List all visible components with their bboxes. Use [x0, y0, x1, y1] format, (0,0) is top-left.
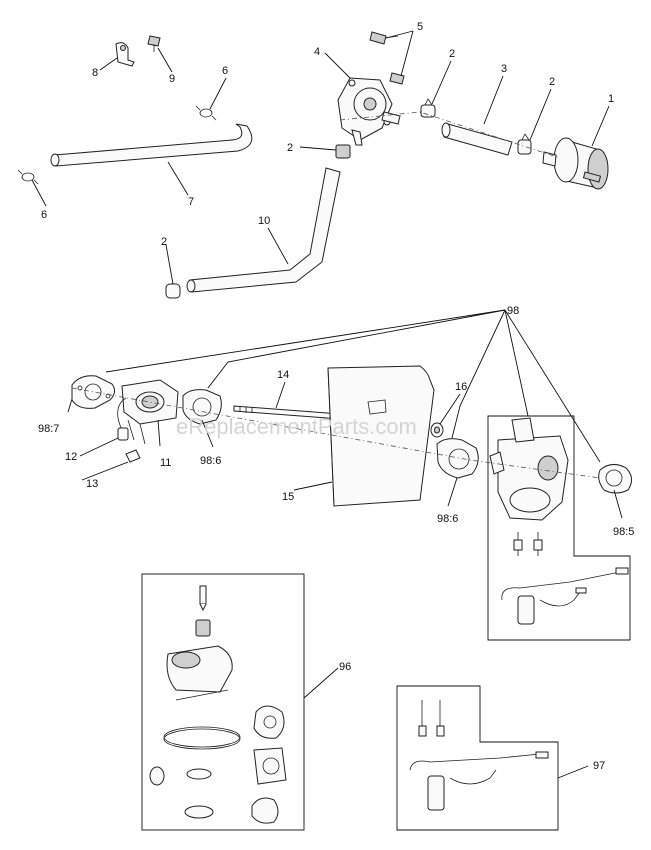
- alignment-line: [71, 387, 601, 479]
- leader-lines: [31, 30, 623, 779]
- spring-clamp-left: [17, 169, 39, 185]
- callout-2-d: 2: [161, 236, 167, 248]
- watermark: eReplacementParts.com: [176, 414, 417, 439]
- gasket-98-6-right: [436, 438, 479, 479]
- callout-9: 9: [169, 73, 175, 85]
- bolt: [147, 35, 161, 52]
- carburetor: [489, 417, 569, 521]
- vent-hose: [50, 123, 253, 167]
- fuel-pump: [337, 77, 401, 146]
- hose-clamp-mid: [335, 144, 351, 159]
- carburetor-jets: [513, 532, 543, 556]
- spring-clamp-upper: [195, 105, 217, 121]
- callout-97: 97: [593, 760, 605, 772]
- gasket-98-5: [598, 464, 632, 494]
- screw-upper: [369, 31, 399, 45]
- hose-clamp-right: [517, 133, 532, 155]
- callout-96: 96: [339, 661, 351, 673]
- callout-98: 98: [507, 305, 519, 317]
- callout-2-a: 2: [449, 48, 455, 60]
- callout-98-6-left: 98:6: [200, 455, 221, 467]
- callout-10: 10: [258, 215, 270, 227]
- callout-16: 16: [455, 381, 467, 393]
- callout-8: 8: [92, 67, 98, 79]
- repair-kit-box: [141, 573, 305, 831]
- wire-cap: [125, 449, 141, 463]
- screw-lower: [389, 72, 405, 85]
- callout-7: 7: [188, 196, 194, 208]
- nut: [430, 422, 444, 438]
- callout-12: 12: [65, 451, 77, 463]
- fuel-line-short: [441, 122, 513, 156]
- gasket-98-7: [71, 375, 116, 409]
- intake-adapter: [121, 379, 179, 445]
- callout-1: 1: [608, 93, 614, 105]
- heat-shield: [327, 365, 435, 507]
- carburetor-box: [487, 415, 631, 641]
- fuel-hose-long: [186, 167, 341, 293]
- callout-98-5: 98:5: [613, 526, 634, 538]
- callout-5: 5: [417, 21, 423, 33]
- fuel-filter: [542, 137, 609, 190]
- callout-6-b: 6: [41, 209, 47, 221]
- hose-clamp-upper: [420, 98, 436, 118]
- callout-15: 15: [282, 491, 294, 503]
- wire-lead: [117, 397, 129, 441]
- fuel-solenoid: [501, 567, 629, 625]
- callout-98-7: 98:7: [38, 423, 59, 435]
- hose-clamp-lower: [165, 283, 181, 299]
- callout-2-b: 2: [549, 76, 555, 88]
- alignment-line-upper: [339, 111, 561, 159]
- bracket: [115, 42, 135, 67]
- callout-13: 13: [86, 478, 98, 490]
- callout-14: 14: [277, 369, 289, 381]
- solenoid-kit-box: [396, 685, 559, 831]
- callout-11: 11: [160, 457, 171, 469]
- callout-2-c: 2: [287, 142, 293, 154]
- callout-98-6-right: 98:6: [437, 513, 458, 525]
- gasket-98-6-left: [182, 389, 222, 425]
- callout-3: 3: [501, 63, 507, 75]
- callout-6-a: 6: [222, 65, 228, 77]
- callout-4: 4: [314, 46, 320, 58]
